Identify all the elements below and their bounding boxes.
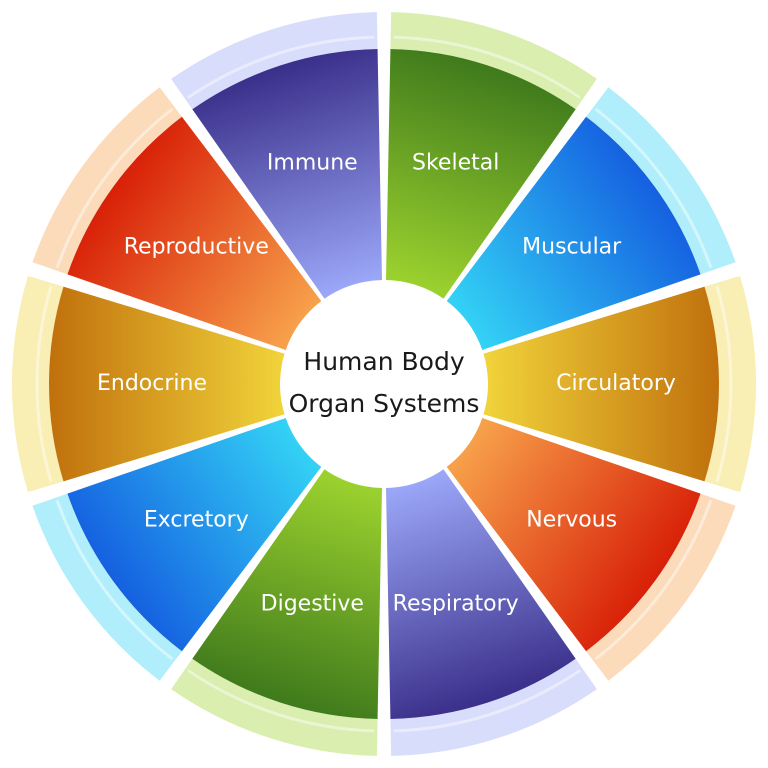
segment-circulatory-rim <box>704 275 756 493</box>
segment-digestive <box>192 466 383 719</box>
segment-excretory-highlight <box>55 499 174 661</box>
segment-label-excretory: Excretory <box>144 507 249 532</box>
segment-respiratory <box>385 466 576 719</box>
segments <box>12 12 756 756</box>
segment-muscular <box>444 116 701 352</box>
segment-endocrine <box>49 286 289 482</box>
segment-label-digestive: Digestive <box>261 592 364 617</box>
segment-immune <box>192 49 383 302</box>
segment-label-skeletal: Skeletal <box>412 150 499 175</box>
segment-endocrine-rim <box>12 275 64 493</box>
center-title-line2: Organ Systems <box>289 389 480 418</box>
segment-reproductive-rim <box>32 87 182 275</box>
segment-label-muscular: Muscular <box>522 235 622 260</box>
segment-excretory <box>67 416 324 652</box>
segment-respiratory-highlight <box>393 669 581 733</box>
segment-labels: SkeletalMuscularCirculatoryNervousRespir… <box>97 150 676 616</box>
segment-circulatory <box>479 286 719 482</box>
segment-nervous <box>444 416 701 652</box>
segment-muscular-highlight <box>594 107 713 269</box>
segment-skeletal-rim <box>390 12 597 110</box>
segment-label-nervous: Nervous <box>526 507 617 532</box>
center-hub <box>280 280 488 488</box>
segment-circulatory-highlight <box>715 285 733 483</box>
center-title-line1: Human Body <box>303 347 464 376</box>
segment-nervous-highlight <box>594 499 713 661</box>
segment-skeletal <box>385 49 576 302</box>
segment-label-reproductive: Reproductive <box>124 235 269 260</box>
segment-reproductive <box>67 116 324 352</box>
segment-nervous-rim <box>586 493 736 681</box>
segment-endocrine-highlight <box>35 285 53 483</box>
segment-label-circulatory: Circulatory <box>556 371 676 396</box>
segment-immune-rim <box>171 12 378 110</box>
segment-label-endocrine: Endocrine <box>97 371 207 396</box>
segment-immune-highlight <box>187 35 375 99</box>
segment-reproductive-highlight <box>55 107 174 269</box>
segment-label-immune: Immune <box>267 150 358 175</box>
segment-digestive-highlight <box>187 669 375 733</box>
segment-digestive-rim <box>171 658 378 756</box>
segment-muscular-rim <box>586 87 736 275</box>
segment-respiratory-rim <box>390 658 597 756</box>
segment-skeletal-highlight <box>393 35 581 99</box>
segment-label-respiratory: Respiratory <box>393 592 519 617</box>
segment-excretory-rim <box>32 493 182 681</box>
